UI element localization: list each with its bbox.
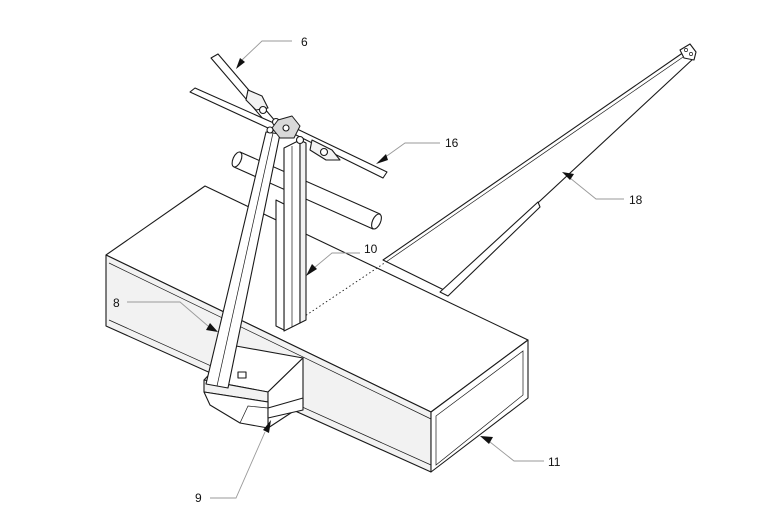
label-6-group: 6 bbox=[236, 35, 308, 69]
leg-8 bbox=[205, 131, 281, 389]
label-9-group: 9 bbox=[195, 420, 271, 505]
label-6: 6 bbox=[301, 35, 308, 49]
arm-6 bbox=[189, 53, 286, 135]
label-8-group: 8 bbox=[113, 296, 218, 332]
label-11: 11 bbox=[548, 455, 561, 469]
pivot-joint bbox=[266, 115, 301, 139]
label-10: 10 bbox=[364, 242, 378, 256]
label-16: 16 bbox=[445, 136, 459, 150]
label-8: 8 bbox=[113, 296, 120, 310]
label-18-group: 18 bbox=[562, 172, 643, 207]
label-11-group: 11 bbox=[480, 436, 561, 469]
label-9: 9 bbox=[195, 491, 202, 505]
boom-18 bbox=[382, 43, 697, 297]
mast-10 bbox=[275, 139, 307, 332]
label-18: 18 bbox=[629, 193, 643, 207]
label-16-group: 16 bbox=[376, 136, 459, 164]
label-10-group: 10 bbox=[306, 242, 378, 276]
